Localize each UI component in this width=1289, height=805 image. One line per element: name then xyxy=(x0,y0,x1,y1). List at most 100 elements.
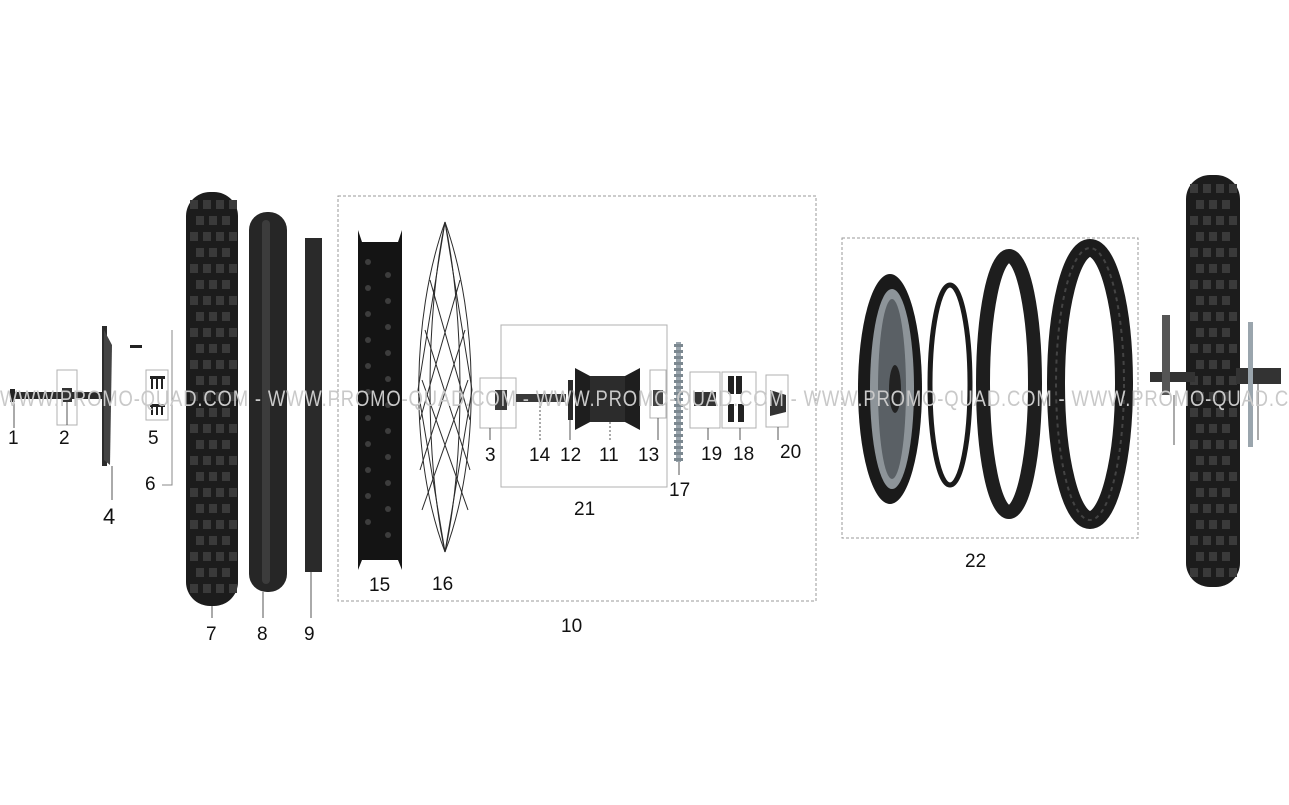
tread-knob xyxy=(203,200,211,209)
rim-spoke-hole xyxy=(365,337,371,343)
tread-knob xyxy=(1190,344,1198,353)
tread-knob xyxy=(196,536,204,545)
tread-knob xyxy=(1222,328,1230,337)
label-part-15: 15 xyxy=(369,575,390,596)
tread-knob xyxy=(196,440,204,449)
rim-spoke-hole xyxy=(385,350,391,356)
tread-knob xyxy=(1196,520,1204,529)
part-16-spokes xyxy=(417,221,473,553)
tread-knob xyxy=(203,360,211,369)
part-12-seal xyxy=(568,380,573,440)
sprocket-tooth xyxy=(674,392,683,395)
label-part-6: 6 xyxy=(145,474,156,495)
tread-knob xyxy=(1209,296,1217,305)
sprocket-tooth xyxy=(674,386,683,389)
small-dash-mark xyxy=(130,345,142,348)
tread-knob xyxy=(1229,376,1237,385)
tread-knob xyxy=(209,472,217,481)
tread-knob xyxy=(209,216,217,225)
tread-knob xyxy=(216,328,224,337)
tread-knob xyxy=(1209,328,1217,337)
tread-knob xyxy=(1196,328,1204,337)
tread-knob xyxy=(1216,184,1224,193)
rim-spoke-hole xyxy=(385,506,391,512)
rim-spoke-hole xyxy=(385,480,391,486)
tread-knob xyxy=(190,456,198,465)
tread-knob xyxy=(1190,440,1198,449)
tread-knob xyxy=(1209,264,1217,273)
tread-knob xyxy=(1190,504,1198,513)
group-box-10 xyxy=(337,195,817,602)
tread-knob xyxy=(190,424,198,433)
tread-knob xyxy=(203,264,211,273)
part-2-spacer xyxy=(56,369,78,426)
tread-knob xyxy=(216,200,224,209)
tread-knob xyxy=(1190,280,1198,289)
tread-knob xyxy=(216,488,224,497)
tread-knob xyxy=(1196,392,1204,401)
sprocket-tooth xyxy=(674,452,683,455)
sprocket-tooth xyxy=(674,416,683,419)
label-part-7: 7 xyxy=(206,624,217,645)
rim-spoke-hole xyxy=(365,415,371,421)
label-part-18: 18 xyxy=(733,444,754,465)
tread-knob xyxy=(1222,200,1230,209)
tread-knob xyxy=(203,328,211,337)
tread-knob xyxy=(196,248,204,257)
part-3-spacer xyxy=(479,377,517,440)
tread-knob xyxy=(1229,248,1237,257)
tread-knob xyxy=(1222,360,1230,369)
tread-knob xyxy=(1203,312,1211,321)
tread-knob xyxy=(1203,504,1211,513)
rim-spoke-hole xyxy=(365,259,371,265)
tread-knob xyxy=(1229,504,1237,513)
tread-knob xyxy=(1229,472,1237,481)
rim-spoke-hole xyxy=(365,519,371,525)
part-13-spacer xyxy=(649,369,667,440)
tread-knob xyxy=(1203,472,1211,481)
tread-knob xyxy=(229,520,237,529)
sprocket-tooth xyxy=(674,344,683,347)
tread-knob xyxy=(190,232,198,241)
sprocket-tooth xyxy=(674,380,683,383)
tread-knob xyxy=(196,568,204,577)
tread-knob xyxy=(1190,472,1198,481)
tread-knob xyxy=(1203,280,1211,289)
label-part-9: 9 xyxy=(304,624,315,645)
rim-spoke-hole xyxy=(385,376,391,382)
label-part-11: 11 xyxy=(599,445,619,466)
tread-knob xyxy=(196,504,204,513)
tread-knob xyxy=(229,392,237,401)
rim-spoke-hole xyxy=(365,389,371,395)
tread-knob xyxy=(209,344,217,353)
part-9-rim-strip xyxy=(305,238,322,618)
tread-knob xyxy=(1229,440,1237,449)
tread-knob xyxy=(196,312,204,321)
tread-knob xyxy=(1190,568,1198,577)
tread-knob xyxy=(1229,280,1237,289)
rim-spoke-hole xyxy=(385,454,391,460)
tread-knob xyxy=(1190,216,1198,225)
sprocket-tooth xyxy=(674,368,683,371)
rim-spoke-hole xyxy=(365,467,371,473)
label-part-3: 3 xyxy=(485,445,496,466)
tread-knob xyxy=(190,296,198,305)
tread-knob xyxy=(1216,440,1224,449)
sprocket-tooth xyxy=(674,422,683,425)
tread-knob xyxy=(229,328,237,337)
tread-knob xyxy=(203,392,211,401)
tread-knob xyxy=(203,584,211,593)
tread-knob xyxy=(222,536,230,545)
part-11-hub xyxy=(575,368,640,440)
sprocket-tooth xyxy=(674,398,683,401)
tread-knob xyxy=(190,360,198,369)
tread-knob xyxy=(1203,408,1211,417)
tread-knob xyxy=(1203,216,1211,225)
tread-knob xyxy=(1229,568,1237,577)
sprocket-tooth xyxy=(674,362,683,365)
tread-knob xyxy=(1196,264,1204,273)
tread-knob xyxy=(1209,200,1217,209)
tread-knob xyxy=(1216,344,1224,353)
tread-knob xyxy=(1209,232,1217,241)
rim-spoke-hole xyxy=(365,363,371,369)
